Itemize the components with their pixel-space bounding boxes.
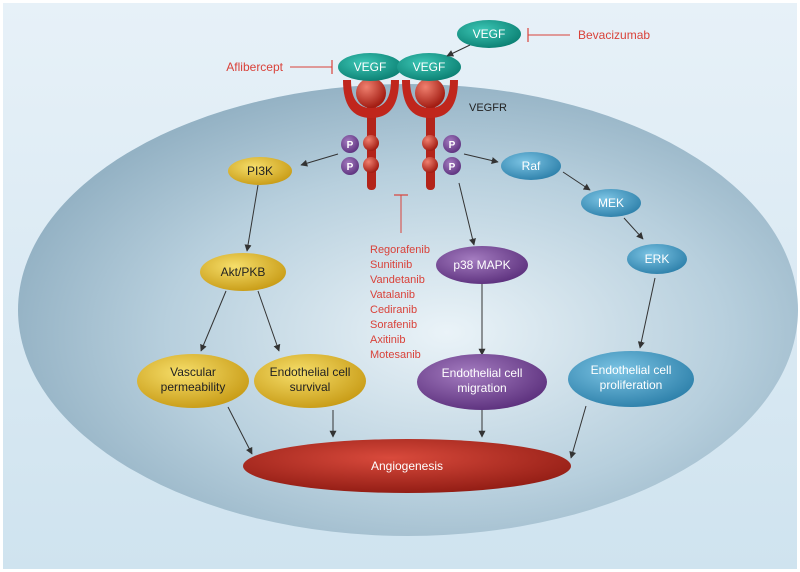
node-pi3k xyxy=(228,157,292,185)
tki-inhibition xyxy=(394,194,408,233)
receptor-ball-right xyxy=(415,78,445,108)
tki-name: Sorafenib xyxy=(370,319,417,331)
phospho-groups: P P P P xyxy=(341,135,461,175)
aflibercept-label: Aflibercept xyxy=(226,60,283,74)
node-vascular-label: permeability xyxy=(161,380,226,394)
node-mek-label: MEK xyxy=(598,196,624,210)
node-endothelial-proliferation xyxy=(568,351,694,407)
phospho-label: P xyxy=(449,162,456,173)
vegf-label: VEGF xyxy=(413,60,446,74)
node-erk-label: ERK xyxy=(645,252,670,266)
node-endothelial-survival xyxy=(254,354,366,408)
node-survival-label: survival xyxy=(290,380,331,394)
phospho-icon xyxy=(341,157,359,175)
vegf-ligand-free xyxy=(457,20,521,48)
vegf-label: VEGF xyxy=(354,60,387,74)
node-proliferation-label: Endothelial cell xyxy=(591,363,672,377)
node-akt-label: Akt/PKB xyxy=(221,265,266,279)
pathway-arrows xyxy=(200,153,656,459)
vegf-binding-arrow xyxy=(446,44,471,57)
receptor-domain xyxy=(422,135,438,151)
vegf-ligand-bound-left xyxy=(338,53,402,81)
vegfr-label: VEGFR xyxy=(469,102,507,114)
node-angiogenesis xyxy=(243,439,571,493)
node-angiogenesis-label: Angiogenesis xyxy=(371,459,443,473)
tki-name: Axitinib xyxy=(370,334,405,346)
receptor-domain xyxy=(422,157,438,173)
bevacizumab-inhibition xyxy=(527,28,570,42)
tki-name: Sunitinib xyxy=(370,259,412,271)
node-mek xyxy=(581,189,641,217)
node-erk xyxy=(627,244,687,274)
receptor-cup-left xyxy=(343,80,399,118)
tki-name: Vandetanib xyxy=(370,274,425,286)
vegf-label: VEGF xyxy=(473,27,506,41)
node-vascular-label: Vascular xyxy=(170,365,216,379)
node-endothelial-migration xyxy=(417,354,547,410)
node-pi3k-label: PI3K xyxy=(247,164,273,178)
vegfr-receptor xyxy=(343,78,458,190)
bevacizumab-label: Bevacizumab xyxy=(578,28,650,42)
node-migration-label: migration xyxy=(457,381,506,395)
vegf-ligand-bound-right xyxy=(397,53,461,81)
receptor-cup-right xyxy=(402,80,458,118)
aflibercept-inhibition xyxy=(290,60,333,74)
receptor-ball-left xyxy=(356,78,386,108)
tki-name: Regorafenib xyxy=(370,244,430,256)
phospho-label: P xyxy=(347,140,354,151)
node-p38-mapk xyxy=(436,246,528,284)
node-proliferation-label: proliferation xyxy=(600,378,663,392)
node-vascular-permeability xyxy=(137,354,249,408)
node-p38-label: p38 MAPK xyxy=(453,258,510,272)
phospho-label: P xyxy=(449,140,456,151)
node-survival-label: Endothelial cell xyxy=(270,365,351,379)
node-migration-label: Endothelial cell xyxy=(442,366,523,380)
receptor-domain xyxy=(363,135,379,151)
node-raf-label: Raf xyxy=(522,159,541,173)
node-akt xyxy=(200,253,286,291)
phospho-icon xyxy=(443,157,461,175)
phospho-icon xyxy=(341,135,359,153)
phospho-icon xyxy=(443,135,461,153)
tki-name: Cediranib xyxy=(370,304,417,316)
receptor-domain xyxy=(363,157,379,173)
tki-name: Motesanib xyxy=(370,349,421,361)
node-raf xyxy=(501,152,561,180)
phospho-label: P xyxy=(347,162,354,173)
tki-name: Vatalanib xyxy=(370,289,415,301)
tki-list: Regorafenib Sunitinib Vandetanib Vatalan… xyxy=(370,244,430,361)
